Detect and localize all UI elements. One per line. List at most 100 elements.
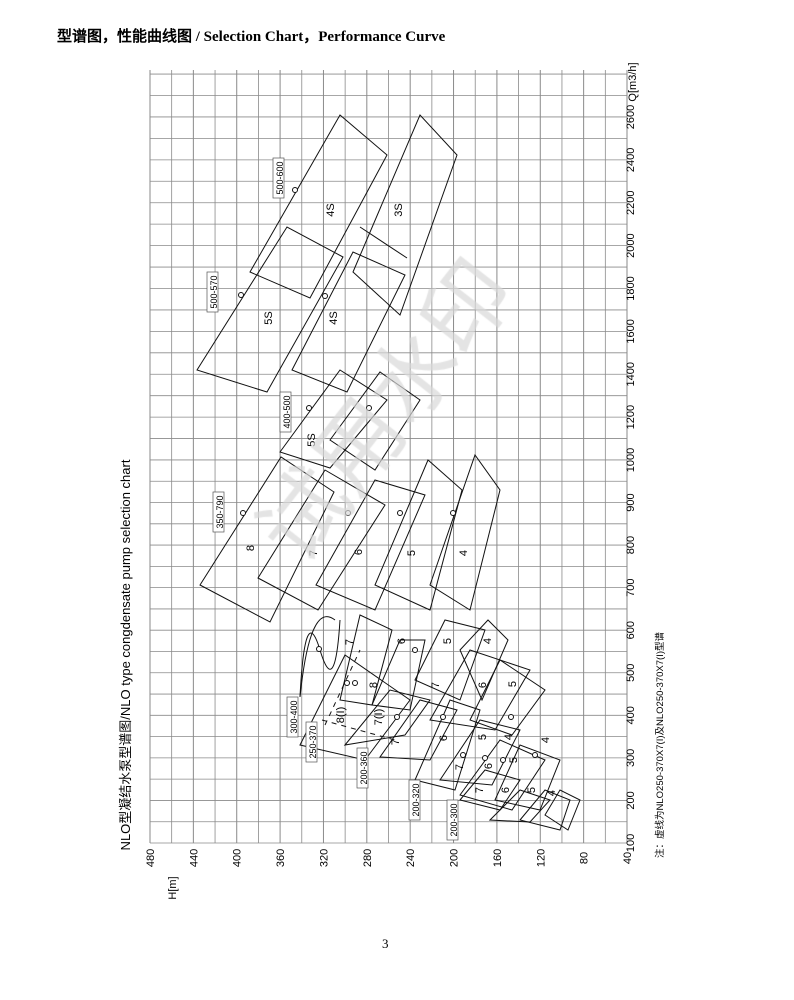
best-efficiency-point bbox=[532, 752, 538, 758]
best-efficiency-point bbox=[316, 646, 322, 652]
y-tick-label: 100 bbox=[625, 834, 637, 852]
best-efficiency-point bbox=[306, 405, 312, 411]
dashed-region bbox=[321, 649, 396, 741]
y-tick-label: 2600 bbox=[625, 105, 637, 129]
model-label: 500-570 bbox=[209, 275, 219, 308]
y-tick-label: 1000 bbox=[625, 448, 637, 472]
x-tick-label: 160 bbox=[492, 849, 504, 867]
region-label: 5 bbox=[508, 757, 520, 763]
x-tick-label: 400 bbox=[232, 849, 244, 867]
y-tick-label: 400 bbox=[625, 706, 637, 724]
model-label: 500-600 bbox=[275, 161, 285, 194]
region-label: 7 bbox=[430, 682, 442, 688]
region-label: 8 bbox=[368, 682, 380, 688]
model-label: 200-320 bbox=[411, 783, 421, 816]
best-efficiency-point bbox=[240, 510, 246, 516]
model-label: 200-360 bbox=[359, 751, 369, 784]
x-tick-label: 280 bbox=[362, 849, 374, 867]
x-tick-label: 240 bbox=[405, 849, 417, 867]
region-label: 7 bbox=[308, 550, 320, 556]
chart-title: NLO型凝结水泵型谱图/NLO type congdensate pump se… bbox=[118, 459, 133, 850]
performance-region-outline bbox=[329, 371, 421, 471]
best-efficiency-point bbox=[460, 752, 466, 758]
y-tick-label: 900 bbox=[625, 493, 637, 511]
x-tick-label: 320 bbox=[318, 849, 330, 867]
best-efficiency-point bbox=[394, 714, 400, 720]
best-efficiency-point bbox=[238, 292, 244, 298]
region-label: 5 bbox=[507, 681, 519, 687]
performance-region-outline bbox=[199, 456, 335, 623]
region-label: 5S bbox=[306, 433, 318, 446]
performance-region-outline bbox=[257, 469, 386, 611]
model-label: 400-500 bbox=[282, 395, 292, 428]
region-label: 7(I) bbox=[373, 709, 385, 726]
y-tick-label: 1600 bbox=[625, 319, 637, 343]
performance-region-outline bbox=[291, 251, 406, 393]
region-label: 4 bbox=[546, 790, 558, 796]
region-label: 7 bbox=[474, 787, 486, 793]
x-tick-label: 120 bbox=[535, 849, 547, 867]
region-label: 4 bbox=[482, 638, 494, 644]
performance-region-outline bbox=[519, 789, 571, 831]
performance-region-outline bbox=[414, 619, 486, 701]
performance-region-outline bbox=[352, 114, 458, 316]
y-tick-label: 2200 bbox=[625, 190, 637, 214]
y-axis-label: Q[m3/h] bbox=[627, 62, 639, 101]
y-tick-label: 200 bbox=[625, 791, 637, 809]
y-tick-label: 1400 bbox=[625, 362, 637, 386]
best-efficiency-point bbox=[397, 510, 403, 516]
region-label: 5 bbox=[442, 638, 454, 644]
region-label: 6 bbox=[500, 787, 512, 793]
region-label: 3S bbox=[393, 203, 405, 216]
region-label: 5 bbox=[526, 787, 538, 793]
best-efficiency-point bbox=[352, 680, 358, 686]
best-efficiency-point bbox=[344, 680, 350, 686]
best-efficiency-point bbox=[322, 293, 328, 299]
y-tick-label: 2400 bbox=[625, 148, 637, 172]
region-label: 8 bbox=[245, 545, 257, 551]
region-label: 8(I) bbox=[335, 707, 347, 724]
x-tick-label: 440 bbox=[188, 849, 200, 867]
curve-edge bbox=[299, 619, 341, 698]
region-label: 7 bbox=[390, 739, 402, 745]
performance-region-outline bbox=[429, 453, 501, 611]
y-tick-label: 700 bbox=[625, 578, 637, 596]
y-tick-label: 800 bbox=[625, 536, 637, 554]
best-efficiency-point bbox=[440, 714, 446, 720]
performance-region-outline bbox=[379, 699, 458, 761]
x-tick-label: 200 bbox=[449, 849, 461, 867]
x-tick-label: 360 bbox=[275, 849, 287, 867]
model-label: 300-400 bbox=[289, 700, 299, 733]
best-efficiency-point bbox=[450, 510, 456, 516]
region-label: 4 bbox=[503, 734, 515, 740]
best-efficiency-point bbox=[482, 755, 488, 761]
y-tick-label: 2000 bbox=[625, 233, 637, 257]
region-label: 5 bbox=[477, 734, 489, 740]
y-tick-label: 1200 bbox=[625, 405, 637, 429]
model-label: 350-790 bbox=[215, 495, 225, 528]
model-label: 200-300 bbox=[449, 803, 459, 836]
region-label: 5S bbox=[263, 311, 275, 324]
x-axis-label: H[m] bbox=[167, 876, 179, 899]
performance-region-outline bbox=[339, 614, 393, 706]
best-efficiency-point bbox=[412, 647, 418, 653]
region-label: 6 bbox=[477, 682, 489, 688]
chart-note: 注：虚线为NLO250-370X7(I)及NLO250-370X7(I)型谱 bbox=[654, 632, 666, 858]
y-tick-label: 600 bbox=[625, 621, 637, 639]
region-label: 4S bbox=[325, 203, 337, 216]
best-efficiency-point bbox=[508, 714, 514, 720]
region-label: 6 bbox=[396, 638, 408, 644]
y-tick-label: 1800 bbox=[625, 276, 637, 300]
y-tick-label: 500 bbox=[625, 664, 637, 682]
region-label: 7 bbox=[454, 764, 466, 770]
region-label: 6 bbox=[353, 549, 365, 555]
best-efficiency-point bbox=[366, 405, 372, 411]
region-label: 5 bbox=[406, 550, 418, 556]
x-tick-label: 480 bbox=[145, 849, 157, 867]
best-efficiency-point bbox=[500, 757, 506, 763]
best-efficiency-point bbox=[292, 187, 298, 193]
performance-region-outline bbox=[469, 659, 546, 736]
region-label: 6 bbox=[438, 735, 450, 741]
region-label: 4 bbox=[458, 550, 470, 556]
